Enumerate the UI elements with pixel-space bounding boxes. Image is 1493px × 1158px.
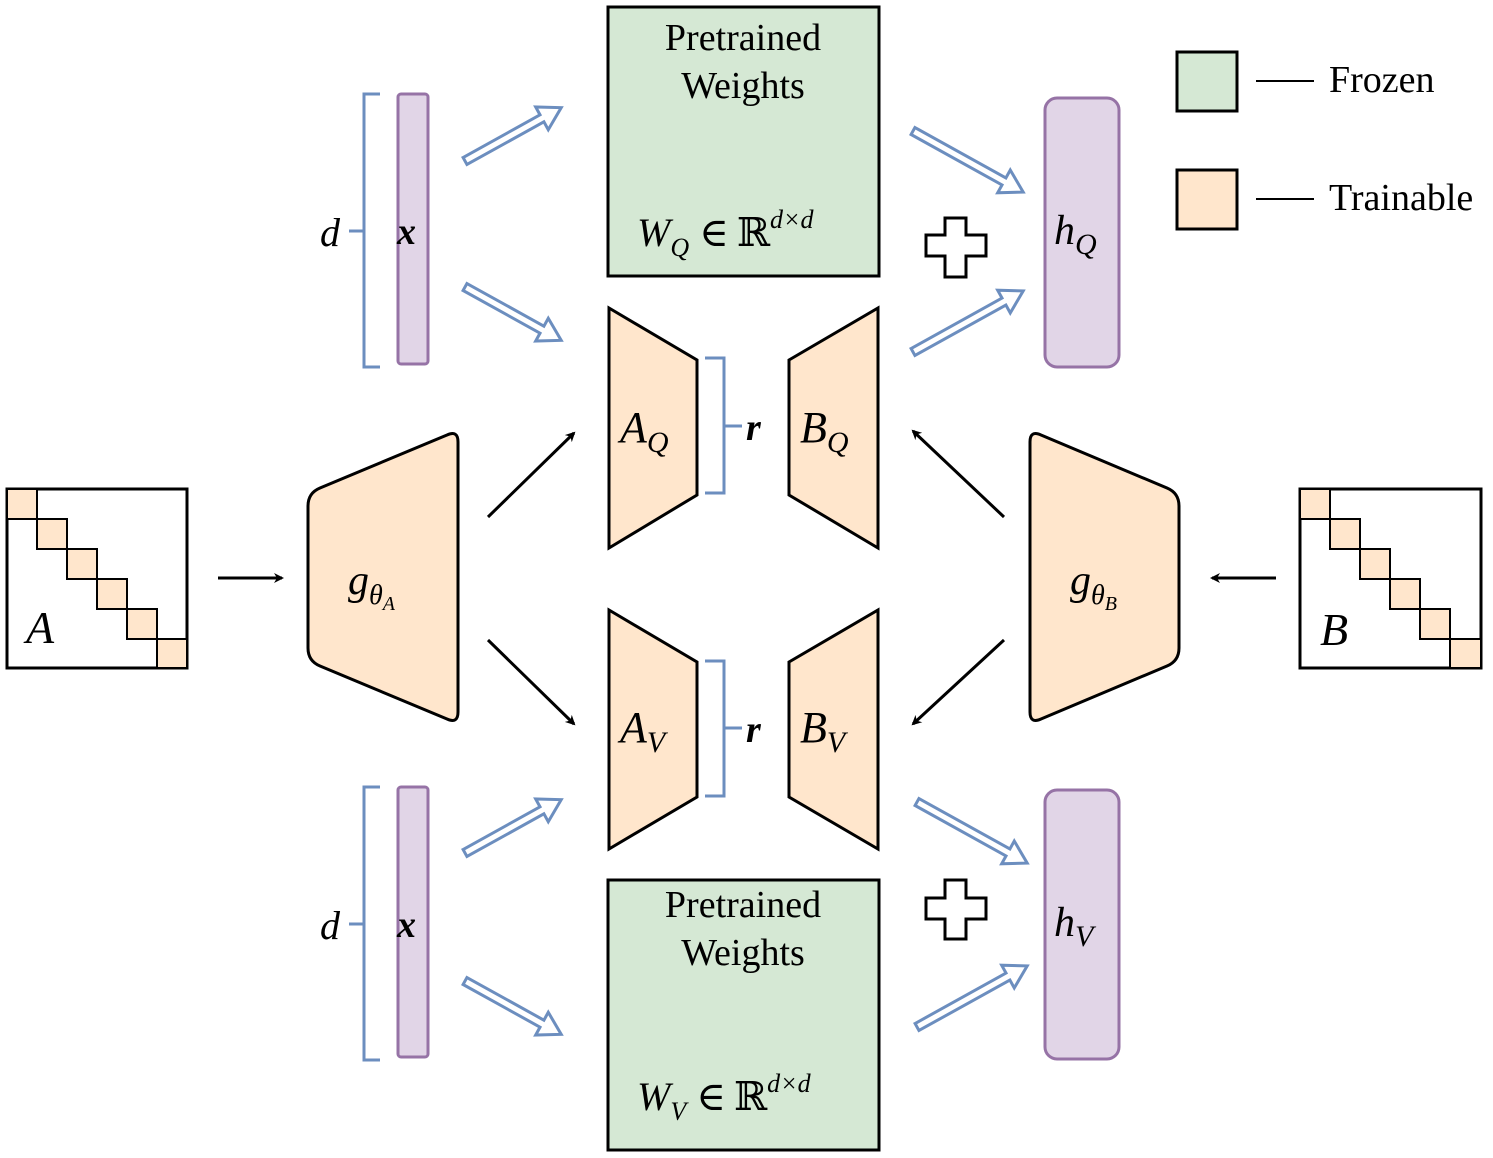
matrix-A-block [66, 548, 98, 580]
legend-frozen-label: Frozen [1329, 59, 1435, 101]
pretrained-weights-query [606, 5, 881, 278]
hollow-arrow-icon [461, 797, 564, 859]
matrix-A-block [126, 608, 158, 640]
matrix-B-block [1329, 518, 1361, 550]
generator-B-group: B gθB [911, 429, 1483, 726]
matrix-A-block [6, 488, 38, 520]
arrow-icon [911, 638, 1006, 726]
hollow-arrow-icon [461, 975, 564, 1037]
lora-B-value [787, 607, 880, 852]
lora-B-value-label: BV [800, 703, 849, 759]
matrix-B-block [1359, 548, 1391, 580]
legend-trainable-label: Trainable [1329, 177, 1473, 219]
lora-A-value [607, 607, 699, 852]
rank-bracket-bottom [705, 659, 726, 798]
arrow-icon [486, 638, 576, 726]
pretrained-title-line2-top: Weights [681, 65, 805, 107]
matrix-A-block [96, 578, 128, 610]
legend-frozen-swatch [1175, 50, 1239, 113]
lora-B-query [787, 305, 880, 551]
matrix-B-block [1389, 578, 1421, 610]
hollow-arrow-icon [909, 288, 1026, 358]
hollow-arrow-icon [913, 796, 1030, 866]
legend: Frozen Trainable [1175, 50, 1473, 231]
input-label-bottom: x [396, 904, 416, 946]
rank-label-top: r [746, 407, 762, 449]
query-branch: d x Pretrained Weights WQ∈ℝd×d AQ BQ r h… [320, 5, 1121, 551]
plus-icon [924, 878, 988, 941]
arrow-icon [911, 429, 1006, 519]
output-label-query: hQ [1054, 208, 1097, 261]
legend-trainable-swatch [1175, 168, 1239, 231]
lora-B-query-label: BQ [800, 403, 849, 459]
hollow-arrow-icon [461, 281, 564, 343]
matrix-A: A [5, 487, 189, 670]
bracket-icon [362, 785, 380, 1062]
generator-A-label: gθA [348, 558, 396, 615]
matrix-A-block [36, 518, 68, 550]
matrix-A-label: A [23, 602, 55, 653]
plus-icon [924, 216, 988, 279]
generator-B-label: gθB [1070, 558, 1117, 615]
rank-label-bottom: r [746, 709, 762, 751]
input-vector-top [396, 92, 430, 366]
pretrained-title-line2-bottom: Weights [681, 932, 805, 974]
dim-label-bottom: d [320, 903, 341, 948]
output-vector-query [1043, 96, 1121, 369]
input-label-top: x [396, 211, 416, 253]
weight-formula-value: WV∈ℝd×d [637, 1069, 812, 1126]
pretrained-title-line1-bottom: Pretrained [665, 884, 821, 926]
arrow-icon [486, 431, 576, 519]
matrix-A-block [156, 638, 188, 669]
rank-bracket-top [705, 356, 726, 495]
hollow-arrow-icon [461, 105, 564, 167]
lora-A-query-label: AQ [617, 403, 669, 459]
matrix-B-block [1449, 638, 1482, 669]
matrix-B-label: B [1320, 604, 1348, 655]
matrix-B-block [1419, 608, 1451, 640]
hollow-arrow-icon [913, 963, 1030, 1033]
matrix-B-block [1299, 488, 1331, 520]
generator-B [1028, 432, 1181, 722]
value-branch: d x AV BV r Pretrained Weights WV∈ℝd×d h… [320, 607, 1121, 1152]
lora-A-query [607, 305, 699, 551]
matrix-B: B [1298, 487, 1483, 670]
generator-A [306, 432, 460, 722]
output-label-value: hV [1054, 900, 1097, 953]
lora-A-value-label: AV [617, 703, 669, 759]
dim-label-top: d [320, 210, 341, 255]
weight-formula-query: WQ∈ℝd×d [637, 205, 815, 262]
bracket-icon [362, 92, 380, 369]
pretrained-weights-value [606, 878, 881, 1152]
generator-A-group: A gθA [5, 431, 576, 726]
pretrained-title-line1-top: Pretrained [665, 17, 821, 59]
output-vector-value [1043, 788, 1121, 1061]
hollow-arrow-icon [909, 125, 1026, 195]
input-vector-bottom [396, 785, 430, 1059]
